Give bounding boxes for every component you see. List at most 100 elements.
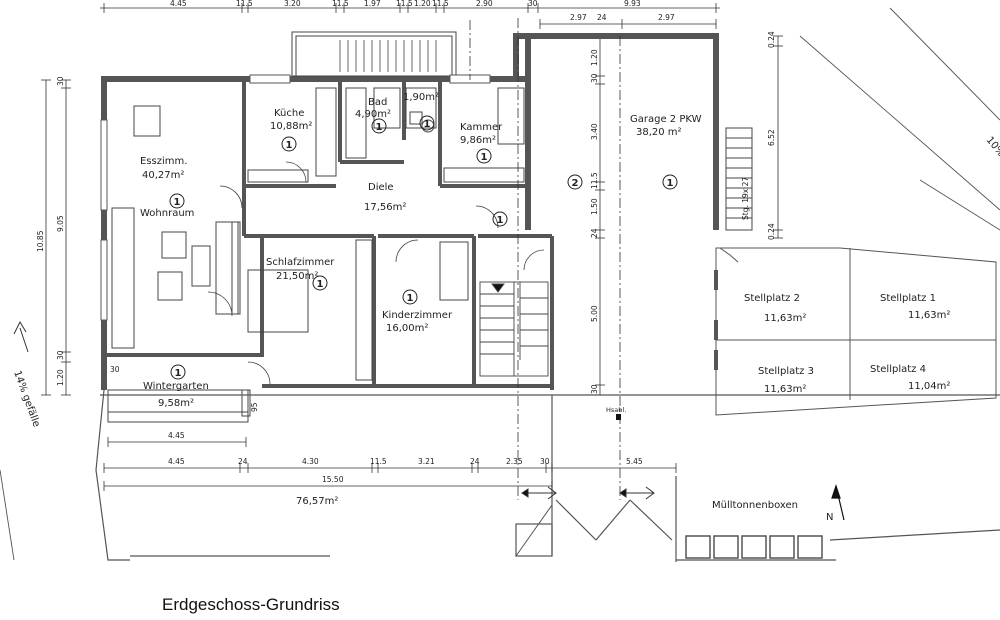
- dim-wg-0: 30: [110, 365, 120, 374]
- marker-kammer: 1: [481, 152, 488, 163]
- staircase: [479, 281, 549, 377]
- dim-top-1: 11.5: [236, 0, 253, 8]
- dim-right-0: 0.24: [767, 31, 776, 48]
- room-area-wintergarten: 9,58m²: [158, 398, 194, 409]
- dim-top-6: 1.20: [414, 0, 431, 8]
- dim-bottom-2: 4.30: [302, 457, 319, 466]
- dim-garage-side-7: 30: [590, 384, 599, 394]
- top-dimension-chain: [100, 3, 720, 13]
- hausanschluss-box: [616, 414, 621, 420]
- dim-garage-side-2: 3.40: [590, 123, 599, 140]
- parking-area-3: 11,63m²: [764, 384, 806, 395]
- dim-garage-side-3: 11.5: [590, 172, 599, 189]
- room-area-diele: 17,56m²: [364, 202, 406, 213]
- dim-bottom-3: 11.5: [370, 457, 387, 466]
- dim-bottom-5: 24: [470, 457, 480, 466]
- room-markers: [169, 115, 678, 380]
- room-area-kueche: 10,88m²: [270, 121, 312, 132]
- room-name-esszimmer: Esszimm.: [140, 156, 187, 167]
- dim-top-2: 3.20: [284, 0, 301, 8]
- marker-bad: 1: [376, 122, 383, 133]
- section-markers: [521, 486, 655, 500]
- wintergarten-outline: [107, 389, 251, 423]
- dim-top-3: 11.5: [332, 0, 349, 8]
- room-name-kammer: Kammer: [460, 122, 503, 133]
- dim-garage-side-1: 30: [590, 73, 599, 83]
- parking-area-1: 11,63m²: [908, 310, 950, 321]
- room-area-garage: 38,20 m²: [636, 127, 682, 138]
- marker-2: 2: [572, 178, 579, 189]
- wardrobes: [355, 239, 469, 381]
- dim-bottom-total: 15.50: [322, 475, 344, 484]
- room-name-diele: Diele: [368, 182, 394, 193]
- dim-garage-side-4: 1.50: [590, 198, 599, 215]
- dim-top-0: 4.45: [170, 0, 187, 8]
- dim-garage-top-1: 2.97: [658, 13, 675, 22]
- dim-left-4: 30: [56, 350, 65, 360]
- marker-diele: 1: [497, 215, 504, 226]
- slope-label: 10%: [984, 135, 1000, 159]
- dim-bottom-row1-0: 4.45: [168, 431, 185, 440]
- marker-esszimmer: 1: [174, 197, 181, 208]
- dim-top-9: 30: [528, 0, 538, 8]
- marker-kueche: 1: [286, 140, 293, 151]
- dim-bottom-6: 2.35: [506, 457, 523, 466]
- room-area-kinderzimmer: 16,00m²: [386, 323, 428, 334]
- marker-kinderzimmer: 1: [407, 293, 414, 304]
- dim-wg-1: 95: [250, 402, 259, 412]
- living-furniture: [111, 207, 309, 349]
- dim-right-1: 6.52: [767, 129, 776, 146]
- dim-top-8: 2.90: [476, 0, 493, 8]
- dim-garage-side-5: 24: [590, 228, 599, 238]
- room-name-kinderzimmer: Kinderzimmer: [382, 310, 453, 321]
- dim-left-3: 1.20: [56, 369, 65, 386]
- ramp-label: Stg. 19x 27: [741, 177, 750, 220]
- dim-left-1: 10.85: [36, 230, 45, 252]
- parking-name-2: Stellplatz 2: [744, 293, 800, 304]
- marker-wc: 1: [424, 119, 431, 130]
- room-name-bad: Bad: [368, 97, 387, 108]
- kitchen-counters: [133, 87, 525, 183]
- dim-garage-side-0: 1.20: [590, 49, 599, 66]
- dim-top-10: 9.93: [624, 0, 641, 8]
- terrace-outline: [95, 389, 1000, 562]
- room-name-schlafzimmer: Schlafzimmer: [266, 257, 335, 268]
- dim-left-2: 9.05: [56, 215, 65, 232]
- room-name-garage: Garage 2 PKW: [630, 114, 702, 125]
- dim-garage-top-0: 2.97: [570, 13, 587, 22]
- hausanschluss-label: Hsabl.: [606, 406, 626, 414]
- room-area-terrasse: 76,57m²: [296, 496, 338, 507]
- dim-bottom-7: 30: [540, 457, 550, 466]
- parking-name-1: Stellplatz 1: [880, 293, 936, 304]
- north-label: N: [826, 512, 833, 523]
- muell-label: Mülltonnenboxen: [712, 500, 798, 511]
- dim-bottom-1: 24: [238, 457, 248, 466]
- property-lines: [0, 7, 1000, 561]
- dim-left-0: 30: [56, 76, 65, 86]
- parking-name-3: Stellplatz 3: [758, 366, 814, 377]
- door-swings: [207, 161, 545, 385]
- garage-dimension-lines: [539, 19, 717, 29]
- waste-boxes: [685, 535, 823, 559]
- room-area-kammer: 9,86m²: [460, 135, 496, 146]
- north-arrow-icon: [831, 484, 845, 521]
- dim-bottom-0: 4.45: [168, 457, 185, 466]
- dim-bottom-8: 5.45: [626, 457, 643, 466]
- dim-garage-top-2: 24: [597, 13, 607, 22]
- interior-walls: [104, 79, 554, 390]
- ramp: [725, 127, 753, 231]
- top-dimension-labels: 4.45 11.5 3.20 11.5 1.97 11.5 1.20 11.5 …: [170, 0, 641, 8]
- dim-top-7: 11.5: [432, 0, 449, 8]
- bottom-dimension-lines: [103, 437, 677, 491]
- dim-top-5: 11.5: [396, 0, 413, 8]
- dim-top-4: 1.97: [364, 0, 381, 8]
- room-name-kueche: Küche: [274, 108, 304, 119]
- section-lines: [469, 18, 621, 500]
- parking-lots: [714, 247, 997, 416]
- marker-garage: 1: [667, 178, 674, 189]
- gefaelle-arrow: [13, 320, 29, 353]
- room-name-wohnraum: Wohnraum: [140, 208, 194, 219]
- room-area-esszimmer: 40,27m²: [142, 170, 184, 181]
- left-dimension-lines: [41, 79, 71, 396]
